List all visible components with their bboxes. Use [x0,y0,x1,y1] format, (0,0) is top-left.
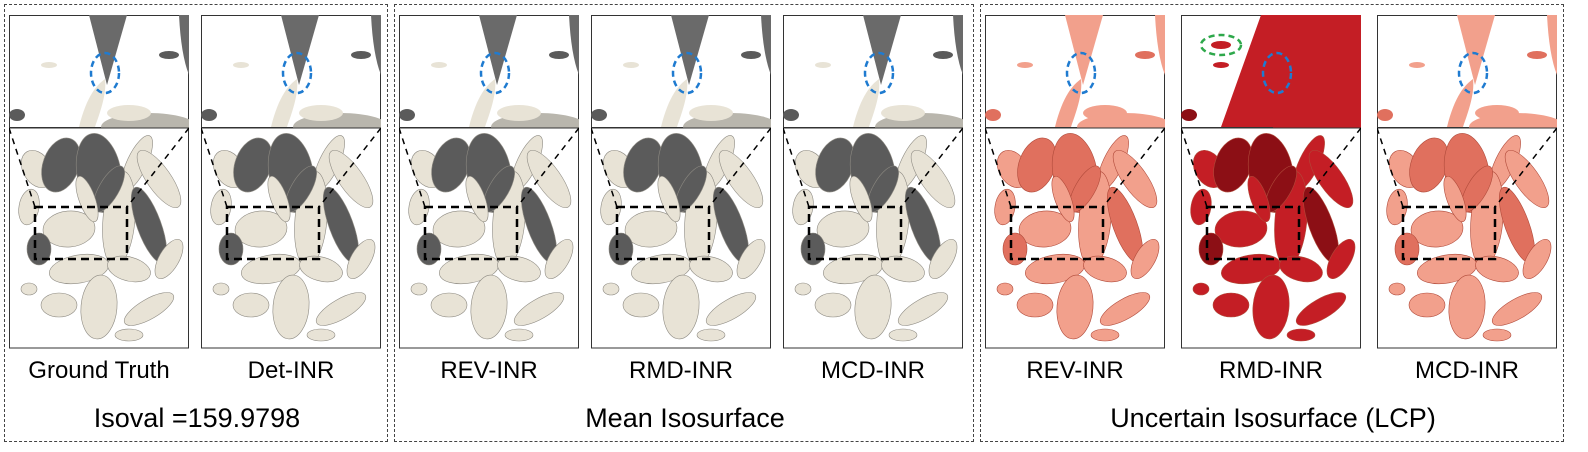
label-mean-rmd-inr: RMD-INR [629,357,733,384]
zoom-connector-right [900,127,963,208]
zoom-connector-right [1298,127,1361,208]
blue-highlight-circle [1457,51,1489,95]
zoom-region-box [225,205,321,261]
zoom-connector-right [1494,127,1557,208]
full-view-surface [1190,133,1356,342]
green-highlight-circle [1199,33,1243,57]
label-mean-mcd-inr: MCD-INR [821,357,925,384]
panel-mean-rev-inr [399,15,579,349]
label-ground-truth: Ground Truth [28,357,170,384]
group-mean-isosurface: REV-INR RMD-INR MCD-INR Mean Isosurface [394,4,974,442]
zoom-region-box [1401,205,1497,261]
full-view-surface [408,133,574,342]
zoom-connector-right [516,127,579,208]
zoom-region-box [1205,205,1301,261]
full-view-surface [1386,133,1552,342]
panel-lcp-rev-inr [985,15,1165,349]
mean-isosurface-title: Mean Isosurface [585,403,785,433]
zoom-region-box [615,205,711,261]
zoom-connector-left [9,127,36,208]
panel-lcp-rmd-inr [1181,15,1361,349]
label-lcp-mcd-inr: MCD-INR [1415,357,1519,384]
zoom-connector-left [985,127,1012,208]
full-view-surface [18,133,184,342]
uncertain-isosurface-title: Uncertain Isosurface (LCP) [1110,403,1436,433]
blue-highlight-circle [89,51,121,95]
zoom-region-box [423,205,519,261]
blue-highlight-circle [1261,51,1293,95]
full-view-surface [210,133,376,342]
zoom-connector-left [591,127,618,208]
blue-highlight-circle [1065,51,1097,95]
label-lcp-rev-inr: REV-INR [1026,357,1124,384]
zoom-connector-right [318,127,381,208]
zoom-connector-left [783,127,810,208]
zoom-connector-left [1181,127,1208,208]
zoom-connector-left [1377,127,1404,208]
blue-highlight-circle [671,51,703,95]
zoom-region-box [33,205,129,261]
zoom-region-box [1009,205,1105,261]
full-view-surface [994,133,1160,342]
zoom-connector-right [126,127,189,208]
blue-highlight-circle [863,51,895,95]
zoom-connector-left [201,127,228,208]
panel-mean-mcd-inr [783,15,963,349]
label-det-inr: Det-INR [247,357,335,384]
label-mean-rev-inr: REV-INR [440,357,538,384]
isovalue-title: Isoval =159.9798 [93,403,301,433]
blue-highlight-circle [479,51,511,95]
blue-highlight-circle [281,51,313,95]
zoom-connector-right [708,127,771,208]
zoom-region-box [807,205,903,261]
zoom-connector-right [1102,127,1165,208]
panel-lcp-mcd-inr [1377,15,1557,349]
zoom-view-surface [9,15,189,141]
group-ground-truth: Ground Truth Det-INR Isoval =159.9798 [4,4,388,442]
zoom-connector-left [399,127,426,208]
panel-det-inr [201,15,381,349]
label-lcp-rmd-inr: RMD-INR [1219,357,1323,384]
full-view-surface [792,133,958,342]
full-view-surface [600,133,766,342]
panel-mean-rmd-inr [591,15,771,349]
group-uncertain-isosurface: REV-INR RMD-INR MCD-INR Uncertain Isosur… [980,4,1564,442]
panel-ground-truth [9,15,189,349]
